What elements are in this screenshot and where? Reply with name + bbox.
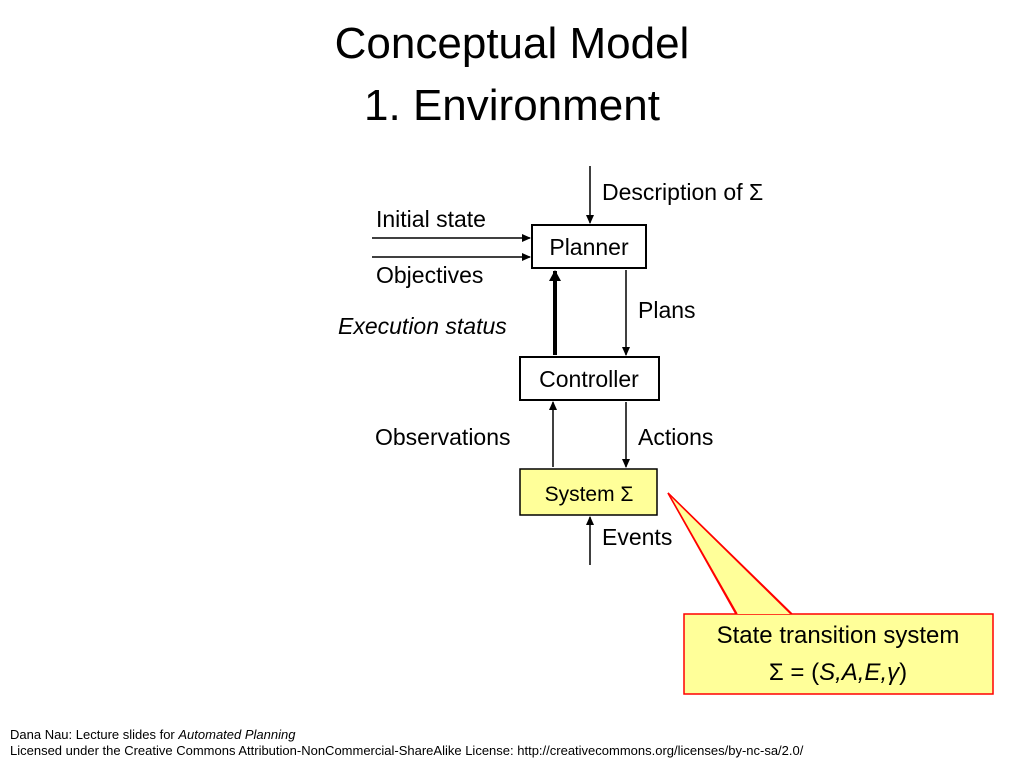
objectives-label: Objectives bbox=[376, 262, 483, 288]
callout-close: ) bbox=[899, 659, 907, 686]
plans-label: Plans bbox=[638, 297, 696, 323]
callout-title: State transition system bbox=[717, 622, 960, 649]
footer-book-title: Automated Planning bbox=[178, 727, 296, 742]
system-box bbox=[519, 468, 658, 516]
description-label: Description of Σ bbox=[602, 179, 763, 205]
slide-title-line-1: Conceptual Model bbox=[334, 19, 690, 68]
planner-label: Planner bbox=[549, 234, 629, 260]
footer-credit-prefix: Dana Nau: Lecture slides for bbox=[10, 727, 179, 742]
gamma-symbol: γ bbox=[887, 659, 901, 686]
sigma-symbol: Σ bbox=[769, 659, 784, 686]
callout-equals: = ( bbox=[784, 659, 819, 686]
actions-label: Actions bbox=[638, 424, 713, 450]
system-label: System Σ bbox=[545, 483, 634, 506]
footer-credit: Dana Nau: Lecture slides for Automated P… bbox=[10, 727, 295, 743]
footer-license: Licensed under the Creative Commons Attr… bbox=[10, 743, 804, 758]
observations-label: Observations bbox=[375, 424, 511, 450]
callout-formula: Σ = (S,A,E,γ) bbox=[769, 659, 907, 686]
callout: State transition system Σ = (S,A,E,γ) bbox=[667, 492, 994, 695]
callout-tuple: S,A,E, bbox=[819, 659, 887, 686]
events-label: Events bbox=[602, 524, 672, 550]
controller-box bbox=[519, 356, 660, 401]
slide-title-line-2: 1. Environment bbox=[364, 81, 660, 130]
controller-label: Controller bbox=[539, 366, 639, 392]
planner-box bbox=[531, 224, 647, 269]
execution-status-label: Execution status bbox=[338, 313, 507, 339]
initial-state-label: Initial state bbox=[376, 206, 486, 232]
